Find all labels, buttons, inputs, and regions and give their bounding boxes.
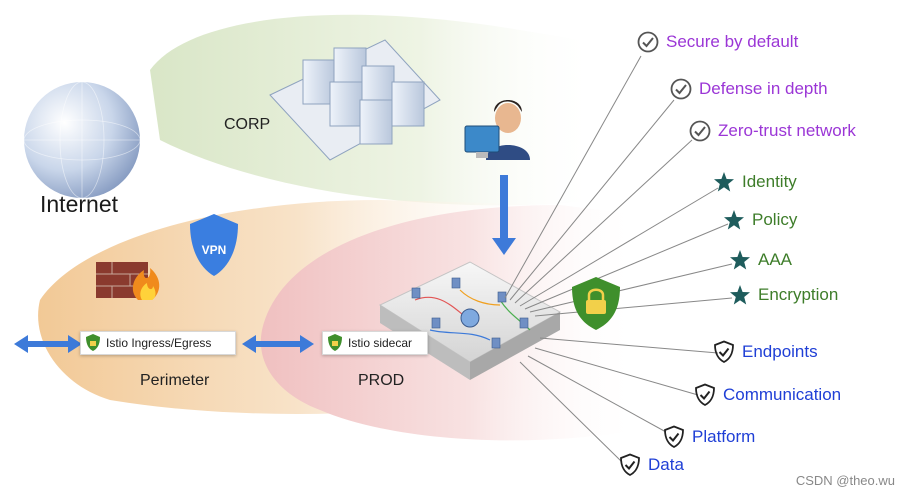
feature-item: Policy — [722, 208, 797, 232]
down-arrow-icon — [492, 175, 516, 255]
feature-item: Identity — [712, 170, 797, 194]
internet-globe-icon — [23, 81, 141, 199]
feature-item: Zero-trust network — [688, 119, 856, 143]
istio-ingress-egress-tag: Istio Ingress/Egress — [80, 331, 236, 355]
vpn-label: VPN — [202, 243, 227, 257]
feature-label: Platform — [692, 427, 756, 446]
star-icon — [728, 283, 752, 307]
feature-item: Platform — [662, 425, 755, 449]
shield-lock-icon — [328, 334, 342, 351]
feature-item: AAA — [728, 248, 792, 272]
prod-label: PROD — [358, 372, 405, 389]
shield-check-icon — [693, 383, 717, 407]
connector-lines — [504, 55, 733, 463]
feature-label: Defense in depth — [699, 79, 828, 98]
internet-label: Internet — [40, 191, 118, 217]
feature-label: Policy — [752, 210, 798, 229]
feature-item: Endpoints — [712, 340, 818, 364]
feature-label: Endpoints — [742, 342, 818, 361]
feature-item: Communication — [693, 383, 841, 407]
istio-sidecar-tag: Istio sidecar — [322, 331, 428, 355]
left-double-arrow-icon — [14, 335, 82, 353]
feature-label: Zero-trust network — [718, 121, 856, 140]
vpn-shield-icon: VPN — [190, 214, 238, 276]
user-icon — [464, 100, 530, 160]
star-icon — [722, 208, 746, 232]
shield-check-icon — [712, 340, 736, 364]
feature-item: Encryption — [728, 283, 838, 307]
check-circle-icon — [636, 30, 660, 54]
feature-label: AAA — [758, 250, 793, 269]
feature-label: Data — [648, 455, 684, 474]
perimeter-label: Perimeter — [140, 372, 210, 389]
shield-check-icon — [618, 453, 642, 477]
feature-item: Secure by default — [636, 30, 798, 54]
check-circle-icon — [669, 77, 693, 101]
firewall-icon — [96, 262, 160, 300]
corp-label: CORP — [224, 116, 271, 133]
middle-double-arrow-icon — [242, 335, 314, 353]
feature-item: Defense in depth — [669, 77, 828, 101]
lock-shield-icon — [572, 277, 620, 330]
feature-item: Data — [618, 453, 684, 477]
watermark: CSDN @theo.wu — [795, 473, 895, 488]
istio-sidecar-label: Istio sidecar — [348, 336, 413, 350]
feature-label: Identity — [742, 172, 797, 191]
istio-ingress-egress-label: Istio Ingress/Egress — [106, 336, 212, 350]
feature-label: Communication — [723, 385, 842, 404]
feature-label: Encryption — [758, 285, 839, 304]
check-circle-icon — [688, 119, 712, 143]
server-cluster-icon — [269, 39, 441, 161]
star-icon — [728, 248, 752, 272]
feature-label: Secure by default — [666, 32, 799, 51]
shield-check-icon — [662, 425, 686, 449]
star-icon — [712, 170, 736, 194]
shield-lock-icon — [86, 334, 100, 351]
